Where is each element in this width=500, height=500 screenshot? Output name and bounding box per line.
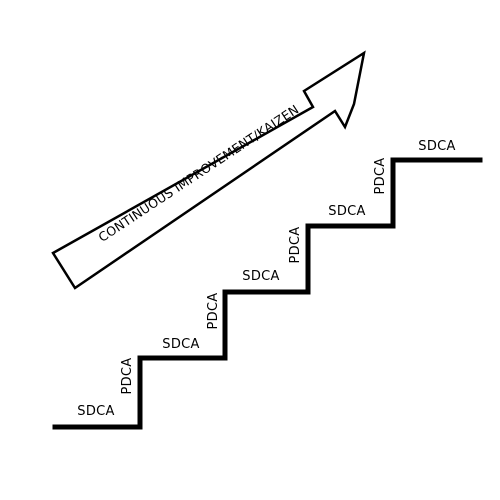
kaizen-arrow: CONTINUOUS IMPROVEMENT/KAIZEN [51,50,366,290]
sdca-label-step-5: SDCA [418,139,455,154]
pdca-label-step-3: PDCA [288,226,303,263]
step-labels: SDCA PDCA SDCA PDCA SDCA PDCA SDCA PDCA … [77,139,455,419]
arrow-label: CONTINUOUS IMPROVEMENT/KAIZEN [96,102,302,245]
staircase-line [52,157,483,430]
pdca-label-step-2: PDCA [206,292,221,329]
pdca-label-step-4: PDCA [373,157,388,194]
arrow-shape [51,50,366,290]
sdca-label-step-2: SDCA [162,337,199,352]
sdca-label-step-1: SDCA [77,404,114,419]
pdca-label-step-1: PDCA [120,357,135,394]
sdca-label-step-3: SDCA [242,269,279,284]
sdca-label-step-4: SDCA [328,204,365,219]
